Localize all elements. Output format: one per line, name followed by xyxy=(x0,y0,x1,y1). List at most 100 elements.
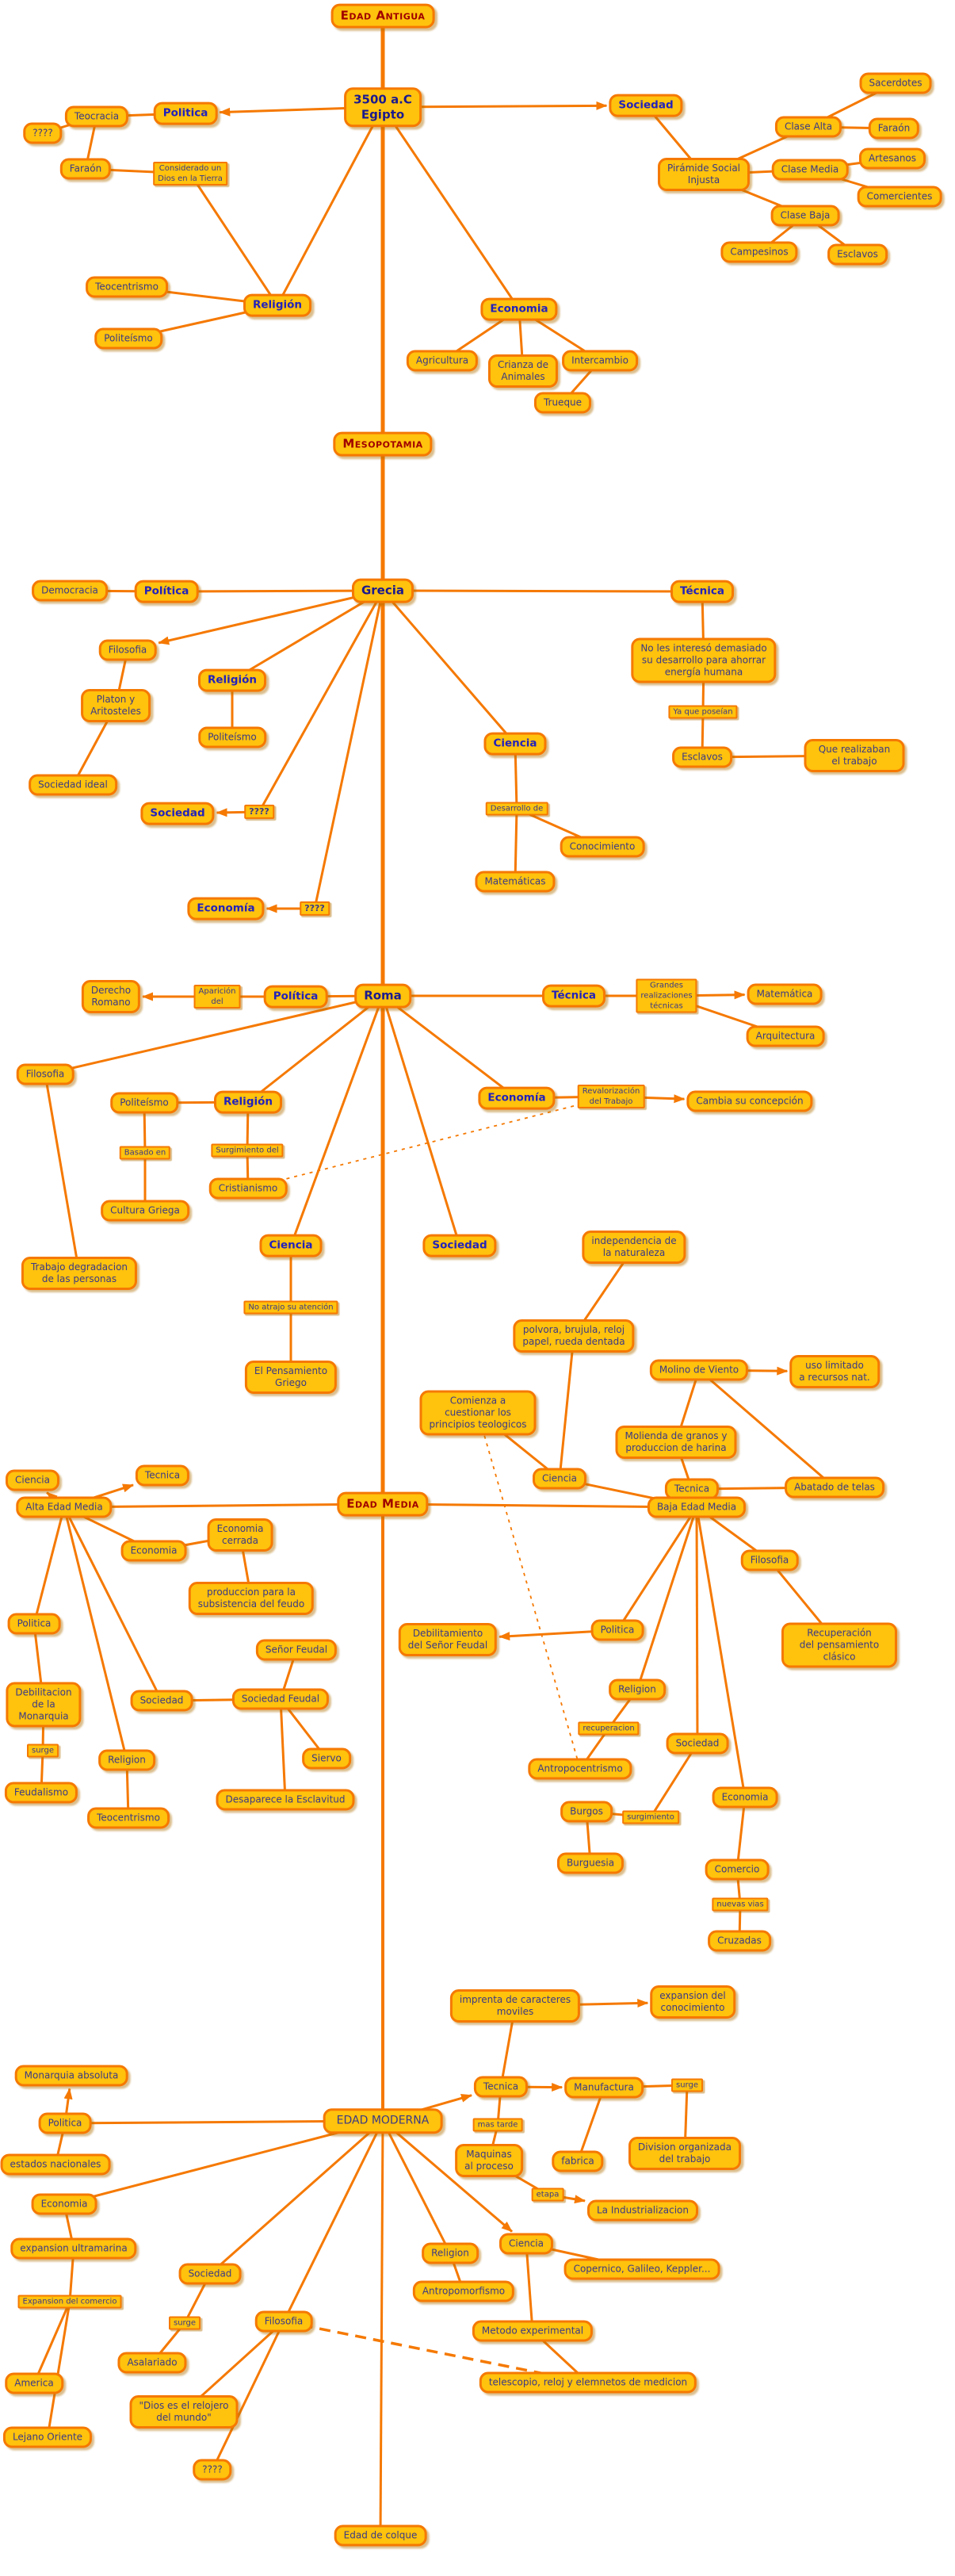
node-estados_nacionales[interactable]: estados nacionales xyxy=(0,2153,111,2176)
node-politica_gr[interactable]: Política xyxy=(134,580,199,603)
node-alta_edad_media[interactable]: Alta Edad Media xyxy=(16,1496,113,1518)
node-abatado[interactable]: Abatado de telas xyxy=(785,1476,884,1499)
node-considerado[interactable]: Considerado un Dios en la Tierra xyxy=(153,162,227,186)
node-edad_antigua[interactable]: Edad Antigua xyxy=(330,3,435,29)
node-expansion_con[interactable]: expansion del conocimiento xyxy=(650,1985,735,2019)
node-surge2[interactable]: surge xyxy=(671,2078,703,2092)
node-pensamiento_griego[interactable]: El Pensamiento Griego xyxy=(244,1361,338,1394)
node-politica_alta[interactable]: Politica xyxy=(7,1613,61,1635)
node-arquitectura[interactable]: Arquitectura xyxy=(746,1025,825,1047)
node-baja_edad_media[interactable]: Baja Edad Media xyxy=(647,1496,747,1518)
node-mas_tarde[interactable]: mas tarde xyxy=(472,2118,523,2132)
node-copernico[interactable]: Copernico, Galileo, Keppler... xyxy=(563,2258,720,2280)
node-surgimiento_lbl[interactable]: surgimiento xyxy=(622,1810,679,1824)
node-teocracia[interactable]: Teocracia xyxy=(64,105,129,128)
node-clase_alta[interactable]: Clase Alta xyxy=(774,116,842,138)
node-trabajo_degradacion[interactable]: Trabajo degradacion de las personas xyxy=(21,1257,138,1290)
node-religion_rom[interactable]: Religión xyxy=(214,1090,282,1114)
node-agricultura[interactable]: Agricultura xyxy=(406,350,479,372)
node-surge1[interactable]: surge xyxy=(27,1743,59,1758)
node-sociedad_gr[interactable]: Sociedad xyxy=(140,802,215,825)
node-religion_alta[interactable]: Religion xyxy=(98,1749,155,1771)
node-expansion_ultra[interactable]: expansion ultramarina xyxy=(10,2237,137,2260)
node-no_atrajo[interactable]: No atrajo su atención xyxy=(243,1300,338,1315)
node-campesinos[interactable]: Campesinos xyxy=(720,241,798,263)
node-recuperacion_pens[interactable]: Recuperación del pensamiento clásico xyxy=(781,1622,897,1668)
node-derecho[interactable]: Derecho Romano xyxy=(81,980,141,1013)
node-sociedad_baja[interactable]: Sociedad xyxy=(666,1732,729,1755)
node-economia_rom[interactable]: Economía xyxy=(478,1086,556,1110)
node-grandes[interactable]: Grandes realizaciones técnicas xyxy=(636,978,697,1013)
node-artesanos[interactable]: Artesanos xyxy=(858,147,926,170)
node-matematicas[interactable]: Matemáticas xyxy=(475,871,556,893)
node-america[interactable]: America xyxy=(5,2372,63,2394)
node-politica_baja[interactable]: Politica xyxy=(590,1619,644,1641)
node-economia_mod[interactable]: Economia xyxy=(31,2193,97,2215)
node-edad_colque[interactable]: Edad de colque xyxy=(334,2524,427,2547)
node-economia_alta[interactable]: Economia xyxy=(120,1540,187,1562)
node-sociedad_rom[interactable]: Sociedad xyxy=(422,1234,497,1257)
node-expansion_comercio_lbl[interactable]: Expansion del comercio xyxy=(17,2295,122,2309)
node-economia_gr[interactable]: Economía xyxy=(187,897,265,921)
node-q2[interactable]: ???? xyxy=(244,804,274,820)
node-ciencia_alta[interactable]: Ciencia xyxy=(6,1469,59,1491)
node-etapa[interactable]: etapa xyxy=(531,2187,564,2202)
node-division[interactable]: Division organizada del trabajo xyxy=(628,2137,741,2170)
node-sacerdotes[interactable]: Sacerdotes xyxy=(859,72,932,94)
node-surgimiento_del[interactable]: Surgimiento del xyxy=(211,1143,284,1158)
node-edad_media[interactable]: Edad Media xyxy=(337,1491,429,1517)
node-edad_moderna[interactable]: EDAD MODERNA xyxy=(323,2108,443,2134)
node-tecnica_gr[interactable]: Técnica xyxy=(670,580,734,603)
node-comercio[interactable]: Comercio xyxy=(705,1858,770,1881)
node-platon[interactable]: Platon y Aritosteles xyxy=(81,689,151,722)
node-trueque[interactable]: Trueque xyxy=(533,392,592,414)
node-nuevas_vias[interactable]: nuevas vias xyxy=(712,1897,769,1912)
node-uso_limitado[interactable]: uso limitado a recursos nat. xyxy=(789,1355,880,1388)
node-asalariado[interactable]: Asalariado xyxy=(117,2352,187,2374)
node-esclavos_gr[interactable]: Esclavos xyxy=(672,746,732,768)
node-debilitamiento[interactable]: Debilitamiento del Señor Feudal xyxy=(398,1623,498,1656)
node-filosofia_rom[interactable]: Filosofia xyxy=(16,1063,74,1085)
node-crianza[interactable]: Crianza de Animales xyxy=(487,354,559,388)
node-clase_baja[interactable]: Clase Baja xyxy=(770,205,840,227)
node-grecia[interactable]: Grecia xyxy=(351,578,414,603)
node-sociedad_feudal[interactable]: Sociedad Feudal xyxy=(231,1688,330,1710)
node-burgos[interactable]: Burgos xyxy=(560,1801,613,1823)
node-aparicion[interactable]: Aparición del xyxy=(193,985,241,1009)
node-egipto[interactable]: 3500 a.C Egipto xyxy=(344,87,422,127)
node-recuperacion_lbl[interactable]: recuperacion xyxy=(578,1721,640,1736)
node-religion_eg[interactable]: Religión xyxy=(243,293,311,317)
node-intercambio[interactable]: Intercambio xyxy=(562,350,638,372)
node-piramide[interactable]: Pirámide Social Injusta xyxy=(657,158,751,191)
node-polvora[interactable]: polvora, brujula, reloj papel, rueda den… xyxy=(513,1319,635,1353)
node-antropocentrismo[interactable]: Antropocentrismo xyxy=(528,1758,632,1780)
node-burguesia[interactable]: Burguesia xyxy=(556,1852,625,1874)
node-q1[interactable]: ???? xyxy=(23,122,63,144)
node-cruzadas[interactable]: Cruzadas xyxy=(708,1930,771,1952)
node-ciencia_gr[interactable]: Ciencia xyxy=(483,732,547,756)
node-revalorizacion[interactable]: Revalorización del Trabajo xyxy=(577,1085,645,1108)
node-politeismo_gr[interactable]: Politeísmo xyxy=(198,726,266,748)
node-politica_mod[interactable]: Politica xyxy=(38,2112,92,2134)
node-faraon_l[interactable]: Faraón xyxy=(59,158,112,180)
node-cristianismo[interactable]: Cristianismo xyxy=(208,1177,288,1200)
node-teocentrismo_eg[interactable]: Teocentrismo xyxy=(86,276,168,298)
node-ciencia_mid[interactable]: Ciencia xyxy=(533,1468,586,1490)
node-economia_eg[interactable]: Economia xyxy=(480,297,558,321)
node-la_indus[interactable]: La Industrializacion xyxy=(587,2199,698,2222)
node-desaparece[interactable]: Desaparece la Esclavitud xyxy=(216,1789,355,1811)
node-basado_en[interactable]: Basado en xyxy=(119,1146,171,1160)
node-filosofia_gr[interactable]: Filosofia xyxy=(98,639,157,661)
node-democracia[interactable]: Democracia xyxy=(32,580,108,602)
node-matematica_rom[interactable]: Matemática xyxy=(747,983,823,1005)
node-q3[interactable]: ???? xyxy=(300,901,330,917)
node-tecnica_rom[interactable]: Técnica xyxy=(542,984,605,1008)
node-molino[interactable]: Molino de Viento xyxy=(649,1359,749,1381)
node-politeismo_eg[interactable]: Politeísmo xyxy=(94,327,162,350)
node-sociedad_eg[interactable]: Sociedad xyxy=(609,94,683,117)
node-esclavos_eg[interactable]: Esclavos xyxy=(827,243,888,266)
node-sociedad_ideal[interactable]: Sociedad ideal xyxy=(29,774,117,796)
node-lejano_oriente[interactable]: Lejano Oriente xyxy=(2,2426,93,2448)
node-sociedad_alta[interactable]: Sociedad xyxy=(130,1690,193,1712)
node-politica_rom[interactable]: Política xyxy=(263,985,328,1009)
